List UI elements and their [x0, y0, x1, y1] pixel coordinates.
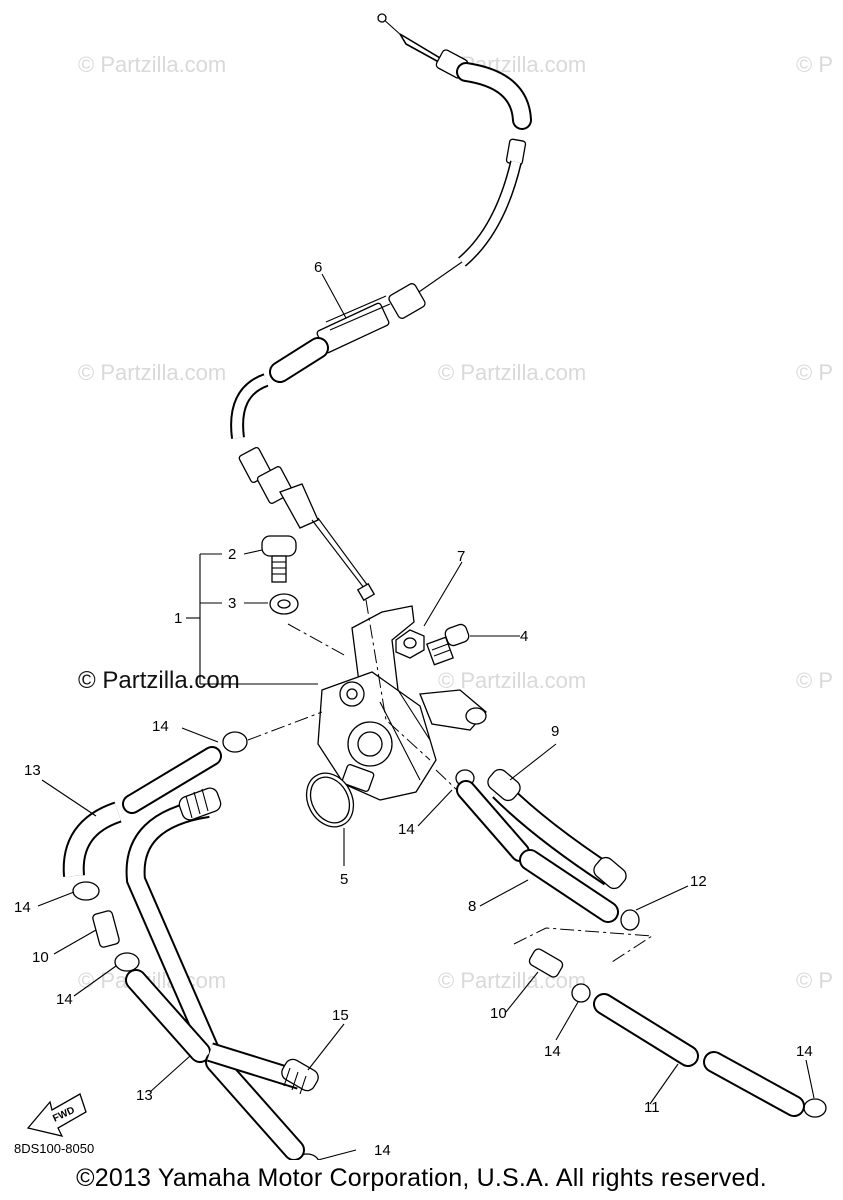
leader-lines	[37, 273, 815, 1160]
callout-5: 5	[340, 871, 348, 888]
right-hoses	[456, 768, 805, 1117]
callout-9: 9	[551, 723, 559, 740]
copyright-notice: ©2013 Yamaha Motor Corporation, U.S.A. A…	[76, 1164, 767, 1192]
bolt-and-washer	[186, 535, 347, 685]
callout-14: 14	[14, 899, 31, 916]
diagram-code: 8DS100-8050	[14, 1141, 95, 1156]
callout-7: 7	[457, 548, 465, 565]
watermark: © P	[796, 668, 833, 693]
callout-3: 3	[228, 595, 236, 612]
callout-14: 14	[56, 991, 73, 1008]
callouts: 1 2 3 4 5 6 7 8 9 10 10 11 12 13 13 14 1…	[14, 259, 813, 1159]
callout-13: 13	[136, 1087, 153, 1104]
o-ring	[305, 772, 355, 828]
parts-diagram: © Partzilla.com © Partzilla.com © P © Pa…	[14, 13, 833, 1160]
watermark: © Partzilla.com	[438, 968, 586, 993]
watermark: © Partzilla.com	[438, 668, 586, 693]
watermark-layer: © Partzilla.com © Partzilla.com © P © Pa…	[78, 52, 833, 993]
forward-arrow-icon: FWD	[26, 1093, 87, 1137]
callout-11: 11	[644, 1099, 660, 1116]
callout-12: 12	[690, 873, 707, 890]
callout-13: 13	[24, 762, 41, 779]
watermark: © Partzilla.com	[78, 52, 226, 77]
callout-4: 4	[520, 628, 528, 645]
callout-10: 10	[32, 949, 49, 966]
callout-14: 14	[152, 718, 169, 735]
callout-6: 6	[314, 259, 322, 276]
watermark: © P	[796, 968, 833, 993]
callout-10: 10	[490, 1005, 507, 1022]
callout-14: 14	[374, 1142, 391, 1159]
hose-clamps	[72, 731, 827, 1160]
throttle-cable	[230, 13, 532, 602]
watermark: © P	[796, 360, 833, 385]
watermark: © Partzilla.com	[78, 667, 240, 694]
callout-2: 2	[228, 546, 236, 563]
callout-8: 8	[468, 898, 476, 915]
callout-1: 1	[174, 610, 182, 627]
watermark: © Partzilla.com	[438, 360, 586, 385]
left-hoses	[62, 746, 319, 1160]
callout-14: 14	[796, 1043, 813, 1060]
watermark: © Partzilla.com	[78, 360, 226, 385]
watermark: © P	[796, 52, 833, 77]
callout-15: 15	[332, 1007, 349, 1024]
oil-pump	[247, 599, 521, 851]
callout-14: 14	[544, 1043, 561, 1060]
callout-14: 14	[398, 821, 415, 838]
nut-and-bolt	[395, 623, 470, 666]
